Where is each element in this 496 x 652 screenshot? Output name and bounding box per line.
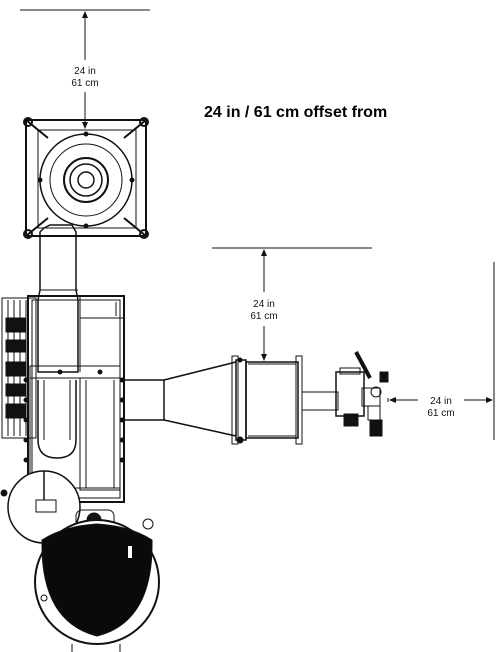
burner-assembly: [301, 351, 389, 437]
right-arrowhead-left: [389, 397, 396, 403]
top-clearance-dimension: [20, 9, 150, 129]
right-dimension-centimeters: 61 cm: [427, 408, 454, 419]
middle-dimension-inches: 24 in: [253, 299, 275, 310]
side-control-panel: [1, 297, 37, 439]
horizontal-duct: [123, 355, 303, 445]
top-arrowhead-down: [82, 122, 88, 129]
right-dimension-inches: 24 in: [430, 396, 452, 407]
top-dimension-centimeters: 61 cm: [71, 78, 98, 89]
right-arrowhead-right: [486, 397, 493, 403]
bottom-tank: [34, 509, 160, 652]
middle-arrowhead-down: [261, 354, 267, 361]
right-clearance-dimension: [389, 262, 495, 440]
top-arrowhead-up: [82, 11, 88, 18]
top-dimension-inches: 24 in: [74, 66, 96, 77]
middle-clearance-dimension: [212, 247, 372, 361]
top-fan-housing: [23, 117, 149, 239]
offset-heading: 24 in / 61 cm offset from: [204, 104, 388, 121]
vertical-duct: [37, 224, 79, 373]
middle-dimension-centimeters: 61 cm: [250, 311, 277, 322]
middle-arrowhead-up: [261, 249, 267, 256]
